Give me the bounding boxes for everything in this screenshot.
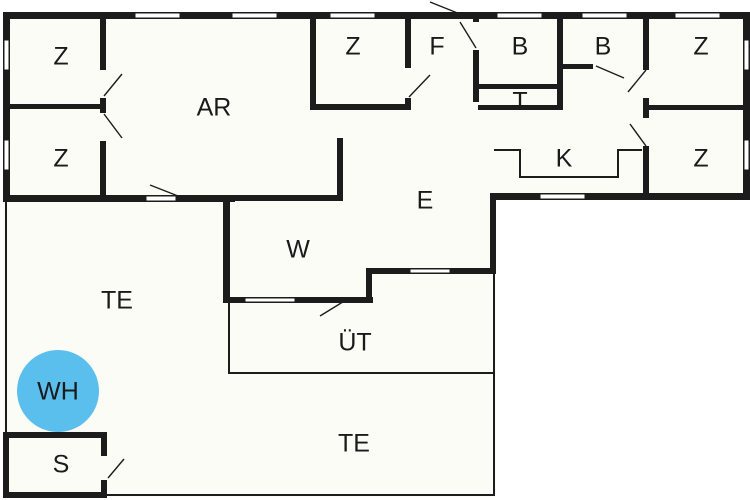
room-label-ar: AR	[197, 94, 232, 122]
door	[408, 74, 431, 98]
windows	[3, 12, 750, 303]
room-label-z: Z	[693, 145, 708, 173]
door	[149, 184, 179, 197]
window	[3, 139, 10, 171]
room-label-te: TE	[101, 287, 133, 315]
shed	[3, 432, 107, 498]
room-label-z: Z	[345, 33, 360, 61]
doors	[100, 1, 649, 479]
whirlpool-circle	[17, 350, 99, 432]
room-labels: Z Z AR Z F B B Z T K Z E W TE ÜT WH TE S	[37, 33, 708, 479]
terrace-floor	[3, 200, 496, 497]
room-label-z: Z	[53, 43, 68, 71]
window	[3, 39, 10, 71]
window	[244, 297, 296, 303]
room-label-t: T	[512, 88, 527, 116]
terrace-outline	[5, 149, 642, 496]
room-label-b: B	[512, 33, 529, 61]
room-label-w: W	[286, 236, 310, 264]
room-label-b: B	[595, 33, 612, 61]
room-label-f: F	[429, 33, 444, 61]
window	[581, 12, 628, 19]
door	[103, 113, 123, 139]
window	[329, 12, 376, 19]
door	[319, 299, 347, 317]
window	[134, 12, 181, 19]
room-label-s: S	[53, 451, 70, 479]
room-label-te: TE	[338, 430, 370, 458]
floor-areas	[3, 12, 750, 497]
door	[627, 69, 647, 93]
window	[231, 12, 278, 19]
window	[145, 195, 177, 202]
room-label-z: Z	[693, 33, 708, 61]
door	[629, 123, 647, 147]
door	[459, 21, 477, 49]
window	[743, 139, 750, 171]
room-label-e: E	[417, 187, 434, 215]
walls	[3, 12, 750, 303]
door	[429, 1, 461, 15]
room-label-k: K	[556, 145, 573, 173]
window	[496, 12, 543, 19]
door	[103, 73, 123, 97]
room-label-wh: WH	[37, 378, 79, 406]
room-label-z: Z	[53, 145, 68, 173]
window	[539, 193, 586, 200]
door	[595, 65, 625, 79]
window	[743, 39, 750, 71]
window	[674, 12, 721, 19]
door	[107, 458, 125, 479]
window	[409, 268, 451, 274]
room-label-ut: ÜT	[338, 329, 371, 357]
